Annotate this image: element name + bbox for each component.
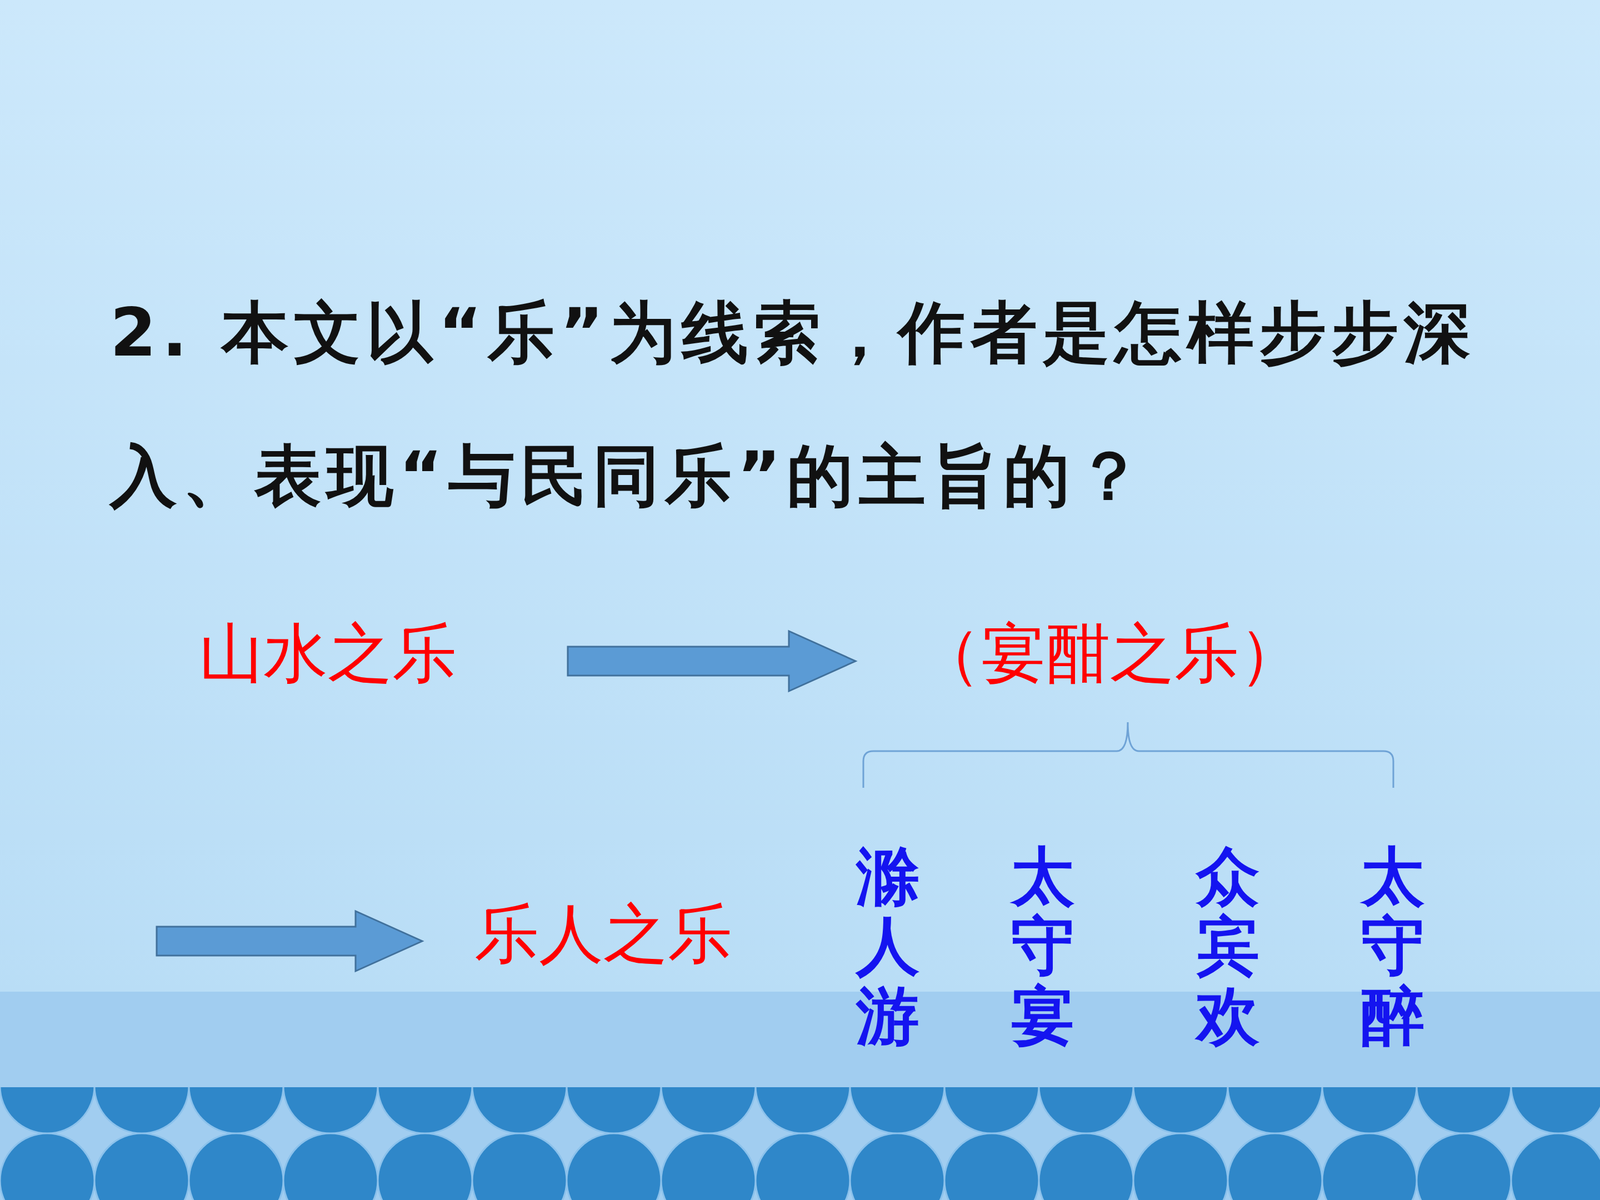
theme-node: 乐人之乐: [474, 895, 733, 973]
block-arrow: [156, 911, 423, 972]
theme-text: 山水之乐: [198, 614, 457, 692]
column-label: 太守宴: [1011, 841, 1075, 1051]
theme-text: （宴酣之乐）: [916, 614, 1304, 692]
theme-text: 乐人之乐: [474, 895, 733, 973]
question-title: 2. 本文以“乐”为线索，作者是怎样步步深入、表现“与民同乐”的主旨的？: [110, 261, 1577, 548]
column-label: 太守醉: [1361, 841, 1425, 1051]
column-label: 众宾欢: [1196, 841, 1260, 1051]
theme-node: （宴酣之乐）: [916, 614, 1304, 692]
block-arrow: [567, 631, 856, 692]
group-bracket: [863, 722, 1394, 788]
column-label: 滁人游: [856, 841, 920, 1051]
theme-node: 山水之乐: [198, 614, 457, 692]
wave-row: [25, 1137, 1600, 1200]
